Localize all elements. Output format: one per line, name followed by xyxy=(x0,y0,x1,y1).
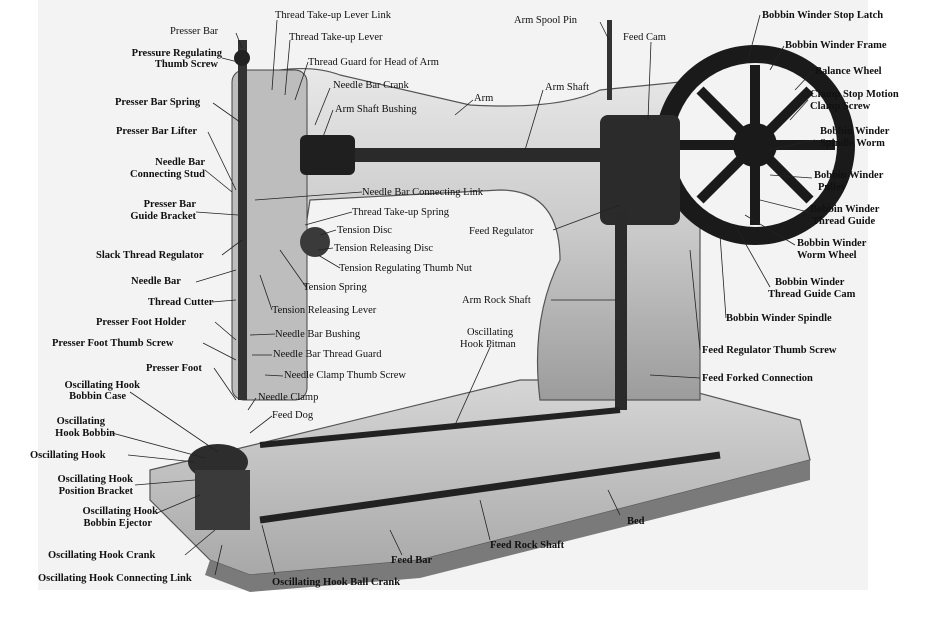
needle-bar-crank-shape xyxy=(300,135,355,175)
label-bobbin-winder-worm-wheel-1: Bobbin Winder xyxy=(797,238,867,249)
label-oscillating-hook-pitman-1: Oscillating xyxy=(467,327,514,338)
label-bobbin-winder-stop-latch: Bobbin Winder Stop Latch xyxy=(762,10,884,21)
feed-cam-housing xyxy=(600,115,680,225)
label-bobbin-winder-pulley-2: Pulley xyxy=(818,182,846,193)
label-pressure-regulating-2: Thumb Screw xyxy=(154,59,218,70)
label-needle-bar-crank: Needle Bar Crank xyxy=(333,80,409,91)
label-presser-bar-lifter: Presser Bar Lifter xyxy=(116,126,198,137)
label-oscillating-hook-bobbin-case-1: Oscillating Hook xyxy=(64,380,140,391)
label-oscillating-hook-bobbin-2: Hook Bobbin xyxy=(55,428,115,439)
leader-lines xyxy=(111,14,816,576)
label-pressure-regulating-1: Pressure Regulating xyxy=(131,48,222,59)
label-balance-wheel: Balance Wheel xyxy=(815,66,882,77)
label-oscillating-hook-crank: Oscillating Hook Crank xyxy=(48,550,156,561)
label-oscillating-hook-position-bracket-2: Position Bracket xyxy=(58,486,133,497)
presser-bar-shape xyxy=(238,40,247,400)
label-feed-forked-connection: Feed Forked Connection xyxy=(702,373,813,384)
label-bobbin-winder-spindle-worm-1: Bobbin Winder xyxy=(820,126,890,137)
label-clamp-stop-motion: Clamp Stop Motion xyxy=(810,89,899,100)
label-bobbin-winder-thread-guide-1: Bobbin Winder xyxy=(810,204,880,215)
feed-rock-shaft-shape xyxy=(259,451,721,524)
label-bobbin-winder-pulley-1: Bobbin Winder xyxy=(814,170,884,181)
label-presser-foot-thumb-screw: Presser Foot Thumb Screw xyxy=(52,338,174,349)
balance-wheel-hub xyxy=(733,123,777,167)
bed-edge xyxy=(205,460,810,592)
label-feed-bar: Feed Bar xyxy=(391,555,433,566)
label-arm-spool-pin: Arm Spool Pin xyxy=(514,15,578,26)
label-needle-clamp-thumb-screw: Needle Clamp Thumb Screw xyxy=(284,370,406,381)
label-feed-regulator: Feed Regulator xyxy=(469,226,534,237)
label-bobbin-winder-spindle-worm-2: Spindle Worm xyxy=(820,138,885,149)
label-bobbin-winder-worm-wheel-2: Worm Wheel xyxy=(797,250,857,261)
label-arm-shaft: Arm Shaft xyxy=(545,82,590,93)
label-oscillating-hook-pitman-2: Hook Pitman xyxy=(460,339,516,350)
thumb-screw-shape xyxy=(234,50,250,66)
label-tension-releasing-disc: Tension Releasing Disc xyxy=(334,243,433,254)
label-oscillating-hook-bobbin-1: Oscillating xyxy=(56,416,105,427)
label-tension-releasing-lever: Tension Releasing Lever xyxy=(272,305,377,316)
label-needle-bar-thread-guard: Needle Bar Thread Guard xyxy=(273,349,382,360)
label-oscillating-hook-ball-crank: Oscillating Hook Ball Crank xyxy=(272,577,401,588)
label-bobbin-winder-thread-guide-2: Thread Guide xyxy=(812,216,876,227)
arm-rock-shaft-shape xyxy=(615,210,627,410)
label-bobbin-winder-spindle: Bobbin Winder Spindle xyxy=(726,313,832,324)
label-oscillating-hook-bobbin-ejector-2: Bobbin Ejector xyxy=(83,518,152,529)
spool-pin-shape xyxy=(607,20,612,100)
label-thread-takeup-lever-link: Thread Take-up Lever Link xyxy=(275,10,391,21)
label-needle-bar-connecting-stud-1: Needle Bar xyxy=(155,157,205,168)
label-thread-guard-head-of-arm: Thread Guard for Head of Arm xyxy=(308,57,439,68)
hook-bracket-shape xyxy=(195,470,250,530)
label-arm-rock-shaft: Arm Rock Shaft xyxy=(462,295,531,306)
label-oscillating-hook-bobbin-ejector-1: Oscillating Hook xyxy=(82,506,158,517)
label-feed-regulator-thumb-screw: Feed Regulator Thumb Screw xyxy=(702,345,837,356)
label-presser-foot-holder: Presser Foot Holder xyxy=(96,317,187,328)
label-presser-bar-spring: Presser Bar Spring xyxy=(115,97,201,108)
label-feed-dog: Feed Dog xyxy=(272,410,314,421)
label-needle-clamp: Needle Clamp xyxy=(258,392,319,403)
label-feed-rock-shaft: Feed Rock Shaft xyxy=(490,540,565,551)
label-thread-cutter: Thread Cutter xyxy=(148,297,214,308)
label-presser-bar-guide-bracket-1: Presser Bar xyxy=(143,199,196,210)
label-presser-bar-guide-bracket-2: Guide Bracket xyxy=(130,211,196,222)
label-needle-bar-bushing: Needle Bar Bushing xyxy=(275,329,361,340)
label-arm: Arm xyxy=(474,93,494,104)
label-arm-shaft-bushing: Arm Shaft Bushing xyxy=(335,104,417,115)
label-clamp-screw: Clamp Screw xyxy=(810,101,871,112)
label-needle-bar: Needle Bar xyxy=(131,276,181,287)
label-tension-regulating-thumb-nut: Tension Regulating Thumb Nut xyxy=(339,263,472,274)
label-thread-takeup-spring: Thread Take-up Spring xyxy=(352,207,450,218)
label-oscillating-hook-connecting-link: Oscillating Hook Connecting Link xyxy=(38,573,192,584)
label-bobbin-winder-frame: Bobbin Winder Frame xyxy=(785,40,887,51)
arm-shaft-shape xyxy=(320,148,620,162)
label-needle-bar-connecting-stud-2: Connecting Stud xyxy=(130,169,205,180)
label-oscillating-hook: Oscillating Hook xyxy=(30,450,106,461)
label-tension-disc: Tension Disc xyxy=(337,225,392,236)
label-feed-cam: Feed Cam xyxy=(623,32,666,43)
label-presser-foot: Presser Foot xyxy=(146,363,202,374)
label-bed: Bed xyxy=(627,516,645,527)
label-bobbin-winder-thread-guide-cam-1: Bobbin Winder xyxy=(775,277,845,288)
tension-disc-shape xyxy=(300,227,330,257)
label-oscillating-hook-bobbin-case-2: Bobbin Case xyxy=(69,391,126,402)
label-slack-thread-regulator: Slack Thread Regulator xyxy=(96,250,204,261)
label-bobbin-winder-thread-guide-cam-2: Thread Guide Cam xyxy=(768,289,856,300)
label-thread-takeup-lever: Thread Take-up Lever xyxy=(289,32,383,43)
label-presser-bar: Presser Bar xyxy=(170,26,219,37)
label-needle-bar-connecting-link: Needle Bar Connecting Link xyxy=(362,187,484,198)
label-tension-spring: Tension Spring xyxy=(303,282,367,293)
label-oscillating-hook-position-bracket-1: Oscillating Hook xyxy=(57,474,133,485)
hook-pitman-shape xyxy=(259,407,621,448)
